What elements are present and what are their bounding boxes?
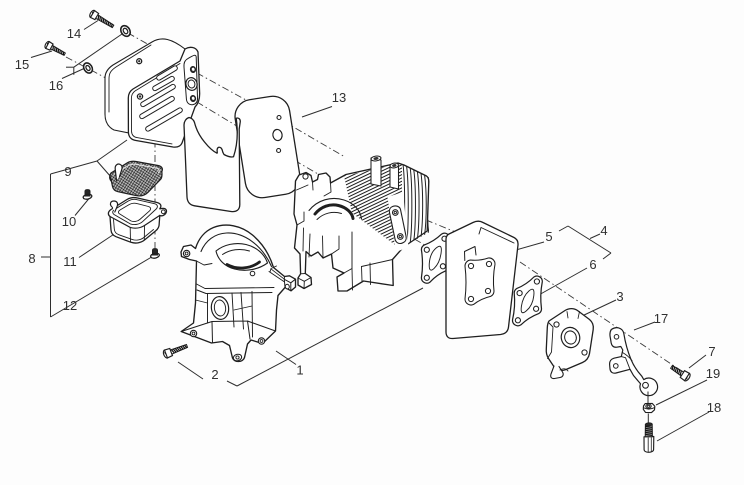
svg-text:2: 2 — [211, 367, 218, 382]
svg-text:1: 1 — [296, 363, 303, 378]
svg-text:14: 14 — [67, 26, 81, 41]
svg-text:9: 9 — [64, 164, 71, 179]
svg-text:5: 5 — [545, 229, 552, 244]
svg-text:18: 18 — [707, 400, 721, 415]
svg-text:15: 15 — [15, 57, 29, 72]
svg-text:17: 17 — [654, 311, 668, 326]
svg-text:13: 13 — [332, 90, 346, 105]
svg-text:4: 4 — [600, 223, 607, 238]
svg-text:3: 3 — [616, 289, 623, 304]
svg-text:11: 11 — [63, 254, 77, 269]
svg-text:19: 19 — [706, 366, 720, 381]
svg-text:12: 12 — [63, 298, 77, 313]
svg-text:10: 10 — [62, 214, 76, 229]
svg-text:8: 8 — [28, 251, 35, 266]
svg-text:7: 7 — [708, 344, 715, 359]
svg-text:6: 6 — [589, 257, 596, 272]
svg-text:16: 16 — [49, 78, 63, 93]
